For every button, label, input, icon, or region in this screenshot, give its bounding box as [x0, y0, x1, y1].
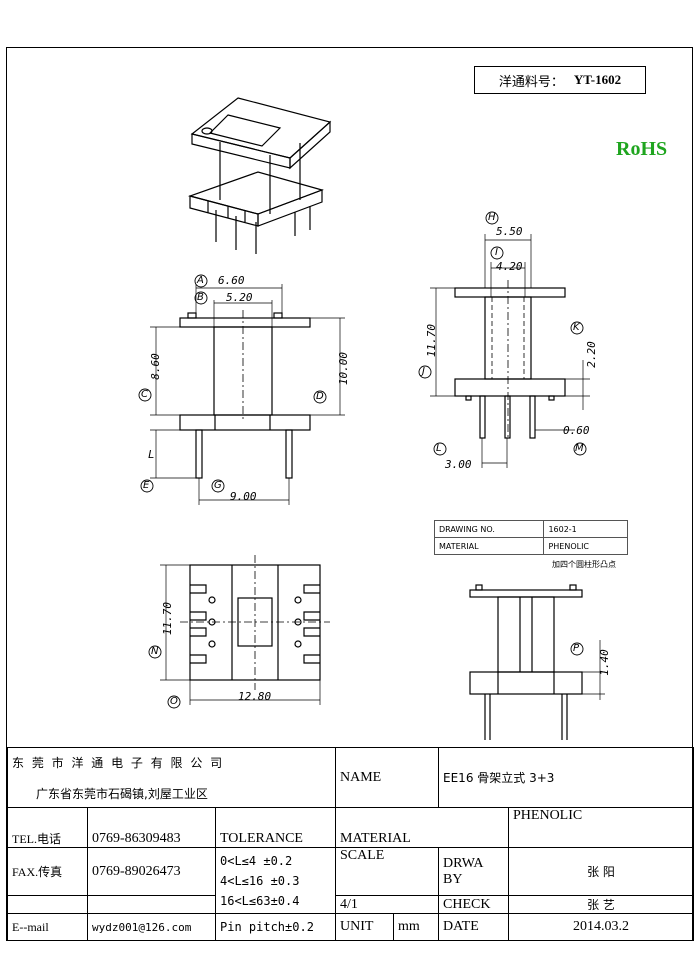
company-address: 广东省东莞市石碣镇,刘屋工业区 — [36, 786, 208, 801]
tel-label: TEL.电话 — [7, 807, 88, 848]
company-name: 东 莞 市 洋 通 电 子 有 限 公 司 — [12, 755, 225, 770]
tolerance-line-2: 4<L≤16 ±0.3 — [220, 873, 300, 888]
label-a: A — [197, 275, 204, 286]
label-g: G — [214, 480, 222, 491]
label-n: N — [151, 646, 159, 657]
email-label: E--mail — [7, 913, 88, 941]
dim-m: 0.60 — [563, 424, 590, 437]
label-b: B — [197, 292, 204, 303]
dim-g: 9.00 — [230, 490, 257, 503]
dim-e: L — [148, 448, 155, 461]
label-l: L — [436, 443, 442, 454]
fax-label: FAX.传真 — [7, 847, 88, 896]
reference-table: DRAWING NO. 1602-1 MATERIAL PHENOLIC — [433, 520, 628, 555]
date-value: 2014.03.2 — [508, 913, 695, 941]
dim-d: 10.00 — [337, 351, 351, 386]
label-e: E — [143, 480, 150, 491]
label-c: C — [141, 389, 148, 400]
dim-p: 1.40 — [597, 649, 611, 676]
label-m: M — [575, 443, 584, 454]
draw-by-label: DRWA BY — [438, 847, 510, 896]
drawing-sheet — [6, 47, 693, 941]
scale-value: 4/1 — [334, 895, 440, 914]
dim-a: 6.60 — [218, 274, 245, 287]
ref-drawing-no-label: DRAWING NO. — [433, 520, 545, 538]
bottom-view — [160, 555, 330, 705]
dim-b: 5.20 — [226, 291, 253, 304]
dim-k: 2.20 — [584, 341, 598, 368]
label-k: K — [573, 322, 580, 333]
dim-o: 12.80 — [238, 690, 272, 703]
tolerance-line-1: 0<L≤4 ±0.2 — [220, 853, 293, 868]
date-label: DATE — [438, 913, 510, 941]
rohs-mark: RoHS — [616, 138, 668, 160]
name-label: NAME — [334, 747, 440, 808]
email-value: wydz001@126.com — [87, 913, 216, 941]
tel-value: 0769-86309483 — [87, 807, 216, 848]
label-p: P — [573, 643, 580, 654]
tolerance-values: 0<L≤4 ±0.2 4<L≤16 ±0.3 16<L≤63±0.4 — [215, 847, 336, 914]
label-j: J — [422, 366, 425, 377]
ref-material-label: MATERIAL — [433, 537, 545, 555]
label-o: O — [170, 696, 178, 707]
check-label: CHECK — [438, 895, 510, 914]
unit-label: UNIT — [335, 913, 394, 941]
label-d: D — [316, 391, 324, 402]
part-number: YT-1602 — [573, 72, 622, 87]
company-cell: 东 莞 市 洋 通 电 子 有 限 公 司 广东省东莞市石碣镇,刘屋工业区 — [7, 747, 336, 808]
title-block: 东 莞 市 洋 通 电 子 有 限 公 司 广东省东莞市石碣镇,刘屋工业区 NA… — [7, 747, 695, 941]
dim-h: 5.50 — [496, 225, 523, 238]
tolerance-line-3: 16<L≤63±0.4 — [220, 893, 300, 908]
check-value: 张 艺 — [508, 895, 695, 914]
reference-view — [469, 584, 605, 740]
tolerance-label: TOLERANCE — [215, 807, 336, 848]
isometric-view — [187, 97, 332, 254]
fax-value: 0769-89026473 — [87, 847, 216, 896]
scale-label: SCALE — [334, 847, 440, 896]
dim-c: 8.60 — [148, 353, 162, 380]
dim-j: 11.70 — [425, 323, 439, 358]
label-h: H — [488, 212, 496, 223]
part-number-box: 洋通料号： YT-1602 — [474, 66, 646, 94]
pin-pitch: Pin pitch±0.2 — [215, 913, 336, 941]
part-label: 洋通料号： — [498, 74, 564, 90]
ref-drawing-no-value: 1602-1 — [543, 520, 628, 538]
dim-i: 4.20 — [496, 260, 523, 273]
reference-note: 加四个圆柱形凸点 — [552, 560, 616, 569]
dim-n: 11.70 — [161, 601, 175, 636]
material-label: MATERIAL — [334, 807, 510, 848]
dim-l: 3.00 — [445, 458, 472, 471]
ref-material-value: PHENOLIC — [543, 537, 628, 555]
unit-value: mm — [392, 913, 440, 941]
side-view — [430, 234, 590, 468]
front-view — [150, 284, 345, 505]
draw-by-value: 张 阳 — [508, 847, 695, 896]
label-i: I — [495, 247, 498, 258]
material-value: PHENOLIC — [508, 807, 695, 848]
name-value: EE16 骨架立式 3+3 — [438, 747, 695, 808]
